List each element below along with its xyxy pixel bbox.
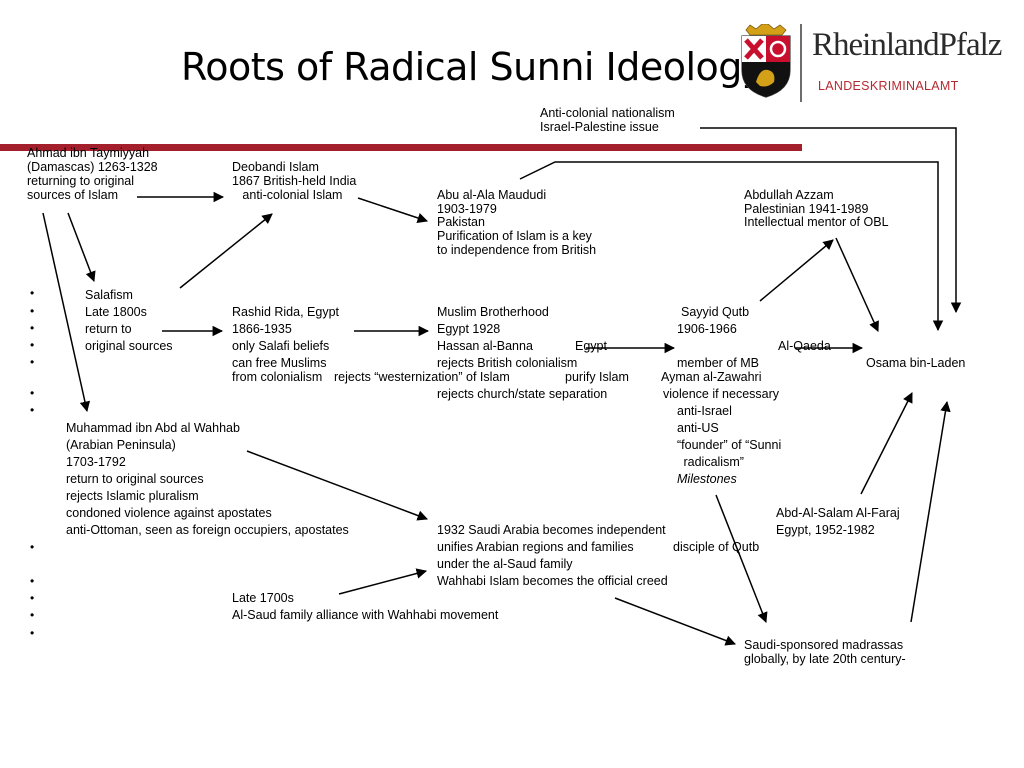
arrow-faraj-binladen — [860, 392, 913, 495]
node-salafism-3: return to — [85, 322, 132, 336]
node-qutb-2: 1906-1966 — [677, 322, 737, 336]
node-binladen: Osama bin-Laden — [866, 356, 966, 370]
node-saudi-4: Wahhabi Islam becomes the official creed — [437, 574, 668, 588]
arrow-azzam-binladen — [835, 237, 879, 332]
node-brotherhood-3: Hassan al-Banna — [437, 339, 533, 353]
arrow-deobandi-maududi — [357, 197, 428, 223]
arrow-salafism-deobandi — [179, 213, 273, 289]
node-wahhab-2: (Arabian Peninsula) — [66, 438, 176, 452]
bullet-marker: • — [30, 386, 35, 400]
node-faraj-2: Egypt, 1952-1982 — [776, 523, 875, 537]
arrow-taymiyyah-wahhab — [42, 212, 91, 413]
node-madrassas-2: globally, by late 20th century- — [744, 652, 906, 666]
node-wahhab-3: 1703-1792 — [66, 455, 126, 469]
node-qutb-4: member of MB — [677, 356, 759, 370]
arrow-maududi-binladen — [519, 161, 944, 332]
node-faraj-3: disciple of Qutb — [673, 540, 760, 554]
node-wahhab-7: anti-Ottoman, seen as foreign occupiers,… — [66, 523, 349, 537]
node-wahhab-5: rejects Islamic pluralism — [66, 489, 199, 503]
bullet-marker: • — [30, 626, 35, 640]
node-taymiyyah-1: Ahmad ibn Taymiyyah — [27, 146, 150, 160]
node-faraj-1: Abd-Al-Salam Al-Faraj — [776, 506, 900, 520]
arrow-alsaud-saudi — [338, 568, 428, 595]
bullet-marker: • — [30, 321, 35, 335]
bullet-marker: • — [30, 540, 35, 554]
node-azzam-1: Abdullah Azzam — [744, 188, 834, 202]
node-rida-5: from colonialism — [232, 370, 323, 384]
node-saudi-3: under the al-Saud family — [437, 557, 573, 571]
node-salafism-1: Salafism — [85, 288, 133, 302]
arrow-madrassas-binladen — [910, 400, 951, 623]
slide-title: Roots of Radical Sunni Ideology — [181, 45, 764, 89]
node-maududi-2: 1903-1979 — [437, 202, 497, 216]
node-deobandi-1: Deobandi Islam — [232, 160, 319, 174]
arrow-taymiyyah-salafism — [67, 212, 96, 282]
bullet-marker: • — [30, 591, 35, 605]
logo-separator — [800, 24, 802, 102]
arrow-qutb-azzam — [759, 239, 834, 302]
node-egypt-label: Egypt — [575, 339, 607, 353]
node-alqaeda: Al-Qaeda — [778, 339, 831, 353]
node-taymiyyah-3: returning to original — [27, 174, 135, 188]
node-qutb-5: Ayman al-Zawahri — [661, 370, 762, 384]
arrow-qutb-madrassas — [715, 494, 768, 623]
node-maududi-5: to independence from British — [437, 243, 597, 257]
node-qutb-6: violence if necessary — [663, 387, 780, 401]
node-brotherhood-2: Egypt 1928 — [437, 322, 501, 336]
node-wahhab-6: condoned violence against apostates — [66, 506, 272, 520]
node-taymiyyah-2: (Damascas) 1263-1328 — [27, 160, 158, 174]
node-salafism-4: original sources — [85, 339, 173, 353]
node-wahhab-4: return to original sources — [66, 472, 204, 486]
node-rida-2: 1866-1935 — [232, 322, 292, 336]
node-qutb-9: “founder” of “Sunni — [677, 438, 782, 452]
node-rida-4: can free Muslims — [232, 356, 327, 370]
node-azzam-2: Palestinian 1941-1989 — [744, 202, 869, 216]
node-madrassas-1: Saudi-sponsored madrassas — [744, 638, 904, 652]
bullet-marker: • — [30, 574, 35, 588]
bullet-marker: • — [30, 338, 35, 352]
node-saudi-2: unifies Arabian regions and families — [437, 540, 634, 554]
node-deobandi-3: anti-colonial Islam — [232, 188, 343, 202]
node-anticolonial-2: Israel-Palestine issue — [540, 120, 659, 134]
node-brotherhood-6: rejects church/state separation — [437, 387, 608, 401]
bullet-marker: • — [30, 286, 35, 300]
node-qutb-7: anti-Israel — [677, 404, 732, 418]
node-qutb-1: Sayyid Qutb — [681, 305, 750, 319]
node-anticolonial-1: Anti-colonial nationalism — [540, 106, 675, 120]
bullet-marker: • — [30, 304, 35, 318]
logo-wordmark: RheinlandPfalz — [812, 27, 1002, 63]
node-qutb-10: radicalism” — [680, 455, 744, 469]
arrow-anticolonial-binladen — [700, 127, 962, 314]
node-rida-3: only Salafi beliefs — [232, 339, 330, 353]
node-brotherhood-4: rejects British colonialism — [437, 356, 578, 370]
bullet-marker: • — [30, 355, 35, 369]
node-taymiyyah-4: sources of Islam — [27, 188, 119, 202]
node-alsaud-2: Al-Saud family alliance with Wahhabi mov… — [232, 608, 499, 622]
node-brotherhood-5: rejects “westernization” of Islam — [334, 370, 510, 384]
accent-bar — [0, 144, 802, 151]
node-qutb-milestones: Milestones — [677, 472, 737, 486]
logo-subtitle: LANDESKRIMINALAMT — [818, 79, 959, 93]
node-maududi-3: Pakistan — [437, 215, 485, 229]
node-qutb-8: anti-US — [677, 421, 719, 435]
node-azzam-3: Intellectual mentor of OBL — [744, 215, 889, 229]
node-wahhab-1: Muhammad ibn Abd al Wahhab — [66, 421, 240, 435]
arrow-saudi-madrassas — [614, 597, 736, 646]
arrow-wahhab-saudi — [246, 450, 428, 521]
bullet-marker: • — [30, 403, 35, 417]
node-deobandi-2: 1867 British-held India — [232, 174, 357, 188]
node-alsaud-1: Late 1700s — [232, 591, 294, 605]
node-purify: purify Islam — [565, 370, 629, 384]
node-brotherhood-1: Muslim Brotherhood — [437, 305, 549, 319]
node-maududi-1: Abu al-Ala Maududi — [437, 188, 547, 202]
node-salafism-2: Late 1800s — [85, 305, 147, 319]
bullet-marker: • — [30, 608, 35, 622]
node-saudi-1: 1932 Saudi Arabia becomes independent — [437, 523, 666, 537]
coat-of-arms-icon — [741, 24, 791, 98]
node-maududi-4: Purification of Islam is a key — [437, 229, 592, 243]
node-rida-1: Rashid Rida, Egypt — [232, 305, 340, 319]
